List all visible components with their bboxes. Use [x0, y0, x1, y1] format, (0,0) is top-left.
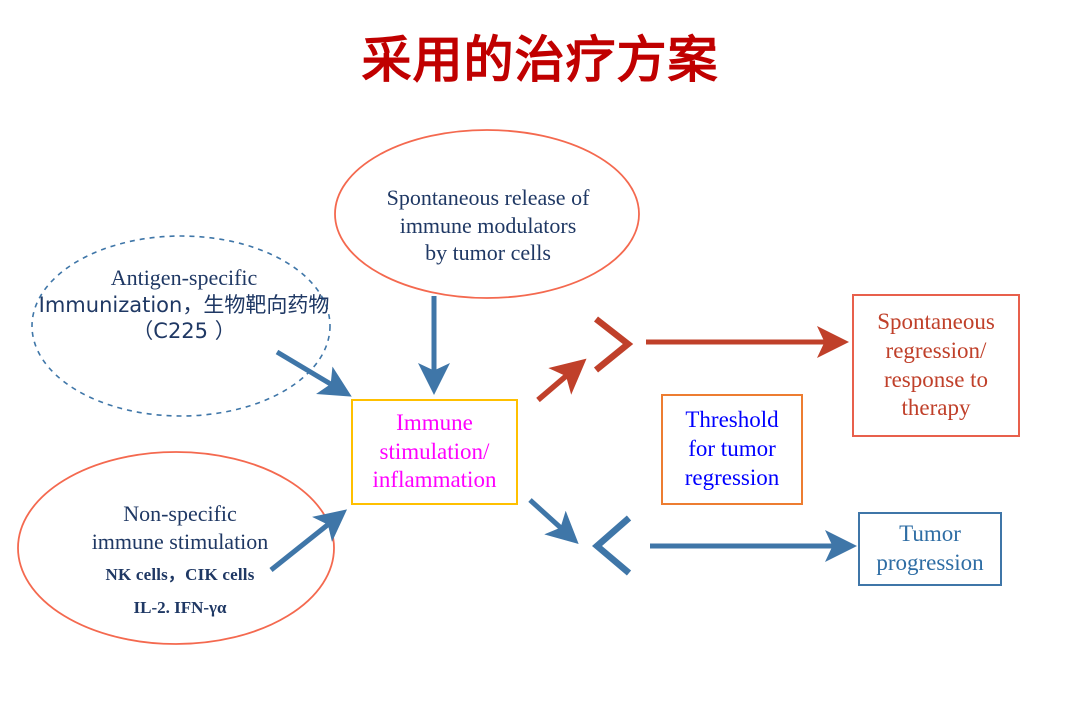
immune-box-line-1: Immune	[396, 409, 473, 435]
top-ellipse-line-1: Spontaneous release of	[386, 185, 590, 210]
bottom-left-ellipse-label: Non-specific immune stimulation NK cells…	[30, 500, 330, 619]
spontaneous-regression-box: Spontaneous regression/ response to ther…	[852, 294, 1020, 437]
top-ellipse-line-3: by tumor cells	[425, 240, 551, 265]
spontaneous-box-line-1: Spontaneous	[877, 308, 995, 334]
threshold-box: Threshold for tumor regression	[661, 394, 803, 505]
top-ellipse-label: Spontaneous release of immune modulators…	[352, 184, 624, 267]
left-ellipse-line-2: Immunization，生物靶向药物	[38, 292, 330, 317]
left-ellipse-line-1: Antigen-specific	[110, 265, 258, 290]
tumor-box-line-2: progression	[876, 550, 984, 575]
tumor-box-line-1: Tumor	[899, 521, 961, 547]
threshold-box-line-1: Threshold	[685, 407, 779, 433]
spontaneous-box-line-2: regression/	[885, 337, 987, 363]
bottom-left-ellipse-line-2: immune stimulation	[91, 528, 269, 554]
spontaneous-box-line-3: response to	[883, 366, 989, 392]
bottom-left-ellipse-line-4: IL-2. IFN-γα	[133, 598, 227, 618]
immune-box-line-3: inflammation	[372, 467, 497, 493]
left-ellipse-line-3: （C225 ）	[132, 318, 236, 343]
less-than-symbol	[592, 515, 632, 576]
page-title: 采用的治疗方案	[361, 31, 719, 89]
threshold-box-line-2: for tumor	[688, 436, 776, 462]
immune-stimulation-box: Immune stimulation/ inflammation	[351, 399, 518, 505]
greater-than-symbol	[593, 316, 634, 373]
connector-immune-to-greater	[536, 358, 587, 403]
threshold-box-line-3: regression	[684, 464, 780, 490]
left-ellipse-label: Antigen-specific Immunization，生物靶向药物 （C2…	[36, 264, 332, 344]
connector-immune-to-less	[528, 498, 579, 545]
tumor-progression-box: Tumor progression	[858, 512, 1002, 586]
bottom-left-ellipse-line-1: Non-specific	[123, 501, 237, 526]
connector-left-to-immune	[275, 349, 352, 397]
top-ellipse-line-2: immune modulators	[399, 212, 577, 238]
immune-box-line-2: stimulation/	[379, 438, 490, 464]
spontaneous-box-line-4: therapy	[901, 395, 971, 421]
bottom-left-ellipse-line-3: NK cells，CIK cells	[105, 565, 255, 584]
